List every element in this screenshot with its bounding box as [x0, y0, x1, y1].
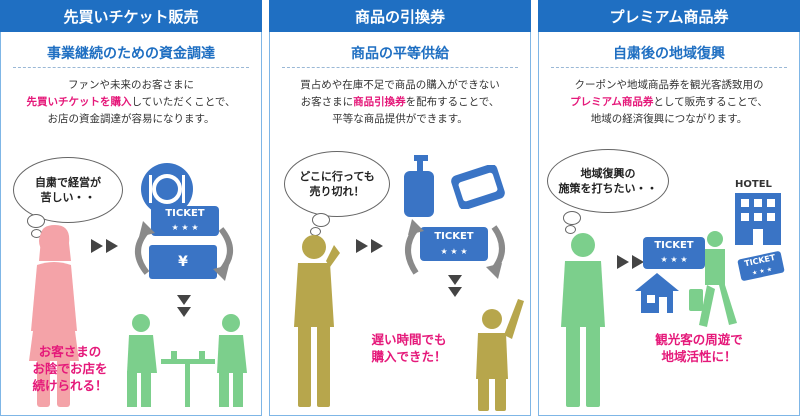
desc-line: お店の資金調達が容易になります。 — [47, 113, 215, 125]
callout-line: 遅い時間でも — [371, 332, 447, 347]
highlight-text: 先買いチケットを購入 — [26, 96, 132, 108]
ticket-label: TICKET — [654, 240, 694, 251]
desc-line: 先買いチケットを購入していただくことで、 — [5, 94, 257, 111]
ticket-icon: TICKET ★ ★ ★ — [151, 206, 219, 236]
panel-subtitle: 商品の平等供給 — [351, 46, 449, 62]
happy-customer-figure — [476, 299, 524, 411]
callout-text: 観光客の周遊で 地域活性に！ — [629, 331, 769, 365]
desc-line: 買占めや在庫不足で商品の購入ができない — [300, 79, 500, 91]
bubble-dot — [565, 225, 576, 234]
desc-text: を配布することで、 — [405, 96, 500, 108]
bubble-text: 売り切れ！ — [309, 185, 365, 198]
local-official-figure — [561, 233, 605, 407]
desc-line: ファンや未来のお客さまに — [68, 79, 194, 91]
ticket-icon: TICKET ★ ★ ★ — [643, 237, 705, 269]
customer-figure — [294, 235, 340, 407]
hotel-label: HOTEL — [735, 179, 772, 190]
callout-line: 続けられる！ — [32, 378, 108, 393]
panel-description: 買占めや在庫不足で商品の購入ができない お客さまに商品引換券を配布することで、 … — [274, 77, 526, 128]
panel-advance-ticket: 先買いチケット販売 事業継続のための資金調達 ファンや未来のお客さまに 先買いチ… — [0, 0, 262, 416]
cycle-arrows-icon — [405, 219, 505, 279]
desc-line: 地域の経済復興につながります。 — [590, 113, 748, 125]
desc-line: 平等な商品提供ができます。 — [332, 113, 468, 125]
shop-owner-figure — [29, 225, 79, 407]
soap-bottle-icon — [404, 155, 434, 217]
panel-header: 商品の引換券 — [269, 0, 531, 32]
tourist-figure — [689, 231, 737, 327]
divider — [551, 67, 787, 68]
thought-bubble: どこに行っても売り切れ！ — [284, 151, 390, 217]
callout-text: 遅い時間でも 購入できた！ — [354, 331, 464, 365]
ticket-stars: ★ ★ ★ — [660, 255, 688, 264]
arrow-right-icon — [91, 239, 118, 253]
bubble-text: 苦しい・・ — [40, 191, 96, 204]
arrow-right-icon — [617, 255, 644, 269]
desc-text: お客さまに — [300, 96, 354, 108]
bubble-text: 自粛で経営が — [35, 176, 101, 189]
diners-at-table-figure — [127, 314, 247, 407]
panel-description: ファンや未来のお客さまに 先買いチケットを購入していただくことで、 お店の資金調… — [5, 77, 257, 128]
bubble-text: 施策を打ちたい・・ — [558, 182, 658, 195]
panel-premium-voucher: プレミアム商品券 自粛後の地域復興 クーポンや地域商品券を観光客誘致用の プレミ… — [538, 0, 800, 416]
desc-text: として販売することで、 — [653, 96, 768, 108]
panel-subtitle: 自粛後の地域復興 — [613, 46, 725, 62]
desc-text: していただくことで、 — [131, 96, 236, 108]
bubble-dot — [27, 214, 45, 228]
ticket-stars: ★ ★ ★ — [440, 247, 468, 256]
bubble-dot — [312, 213, 330, 227]
ticket-label: TICKET — [165, 208, 205, 219]
ticket-icon: TICKET ★ ★ ★ — [420, 227, 488, 261]
desc-line: クーポンや地域商品券を観光客誘致用の — [574, 79, 764, 91]
panel-subtitle: 事業継続のための資金調達 — [47, 46, 215, 62]
callout-line: 地域活性に！ — [661, 349, 737, 364]
callout-line: 観光客の周遊で — [655, 332, 743, 347]
ticket-icon: TICKET ★ ★ ★ — [737, 250, 785, 282]
arrow-right-icon — [356, 239, 383, 253]
callout-line: お陰でお店を — [32, 361, 108, 376]
divider — [282, 67, 518, 68]
desc-line: お客さまに商品引換券を配布することで、 — [274, 94, 526, 111]
ticket-label: TICKET — [434, 231, 474, 242]
panel-exchange-voucher: 商品の引換券 商品の平等供給 買占めや在庫不足で商品の購入ができない お客さまに… — [269, 0, 531, 416]
highlight-text: 商品引換券 — [353, 96, 406, 108]
highlight-text: プレミアム商品券 — [570, 96, 654, 108]
callout-line: お客さまの — [38, 344, 102, 359]
panel-description: クーポンや地域商品券を観光客誘致用の プレミアム商品券として販売することで、 地… — [543, 77, 795, 128]
house-icon — [635, 273, 679, 313]
bubble-text: どこに行っても — [299, 170, 375, 183]
yen-banknote-icon: ¥ — [149, 245, 217, 279]
callout-text: お客さまの お陰でお店を 続けられる！ — [15, 343, 125, 394]
panel-header: プレミアム商品券 — [538, 0, 800, 32]
arrow-down-icon — [177, 295, 191, 317]
cycle-arrows-icon — [135, 221, 233, 281]
ticket-stars: ★ ★ ★ — [171, 223, 199, 232]
hotel-building-icon — [735, 193, 781, 245]
callout-line: 購入できた！ — [371, 349, 447, 364]
bubble-dot — [563, 211, 581, 225]
thought-bubble: 地域復興の施策を打ちたい・・ — [547, 149, 669, 213]
arrow-down-icon — [448, 275, 462, 297]
yen-symbol: ¥ — [178, 254, 188, 270]
bubble-text: 地域復興の — [580, 167, 636, 180]
divider — [13, 67, 249, 68]
face-mask-icon — [451, 165, 505, 209]
panel-header: 先買いチケット販売 — [0, 0, 262, 32]
desc-line: プレミアム商品券として販売することで、 — [543, 94, 795, 111]
thought-bubble: 自粛で経営が苦しい・・ — [13, 157, 123, 223]
dining-plate-icon — [141, 163, 193, 215]
